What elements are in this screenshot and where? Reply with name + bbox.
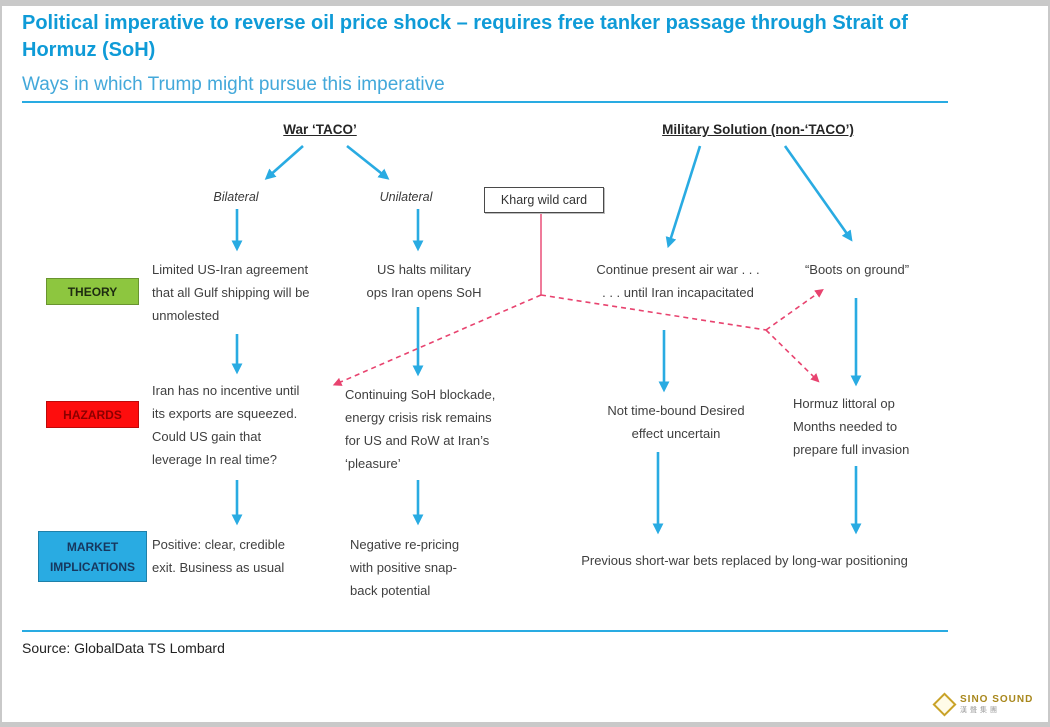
hazards-boots-text: Hormuz littoral op Months needed to prep…: [793, 396, 910, 457]
top-divider: [22, 101, 948, 103]
label-unilateral: Unilateral: [379, 190, 433, 204]
hazards-bilateral-text: Iran has no incentive until its exports …: [152, 383, 300, 467]
label-bilateral: Bilateral: [213, 190, 259, 204]
branch-war-taco: War ‘TACO’: [283, 122, 357, 137]
hazards-unilateral-text: Continuing SoH blockade, energy crisis r…: [345, 387, 496, 471]
source-note: Source: GlobalData TS Lombard: [22, 640, 225, 656]
hazards-air-war-text: Not time-bound Desired effect uncertain: [607, 403, 745, 441]
sino-sound-logo: SINO SOUND 漢聲集團: [932, 688, 1044, 720]
row-label-hazards: HAZARDS: [46, 401, 139, 428]
sino-sound-subtitle: 漢聲集團: [960, 706, 1000, 714]
market-military-text: Previous short-war bets replaced by long…: [581, 553, 908, 568]
branch-military-solution: Military Solution (non-‘TACO’): [662, 122, 854, 137]
sino-sound-text: SINO SOUND 漢聲集團: [960, 694, 1033, 715]
theory-air-war-text: Continue present air war . . . . . . unt…: [596, 262, 760, 300]
market-unilateral-text: Negative re-pricing with positive snap- …: [350, 537, 460, 598]
row-label-theory: THEORY: [46, 278, 139, 305]
theory-unilateral-text: US halts military ops Iran opens SoH: [366, 262, 482, 300]
theory-bilateral-text: Limited US-Iran agreement that all Gulf …: [152, 262, 310, 323]
theory-boots-text: “Boots on ground”: [804, 262, 910, 277]
row-label-market-implications: MARKET IMPLICATIONS: [38, 531, 147, 582]
page-background: [2, 6, 1048, 722]
sino-sound-brand: SINO SOUND: [960, 693, 1034, 705]
kharg-wild-card-box: Kharg wild card: [484, 187, 604, 213]
sino-sound-diamond-icon: [932, 691, 957, 717]
page-title: Political imperative to reverse oil pric…: [22, 12, 908, 61]
market-bilateral-text: Positive: clear, credible exit. Business…: [152, 537, 285, 575]
bottom-divider: [22, 630, 948, 632]
page-subtitle: Ways in which Trump might pursue this im…: [22, 74, 445, 95]
